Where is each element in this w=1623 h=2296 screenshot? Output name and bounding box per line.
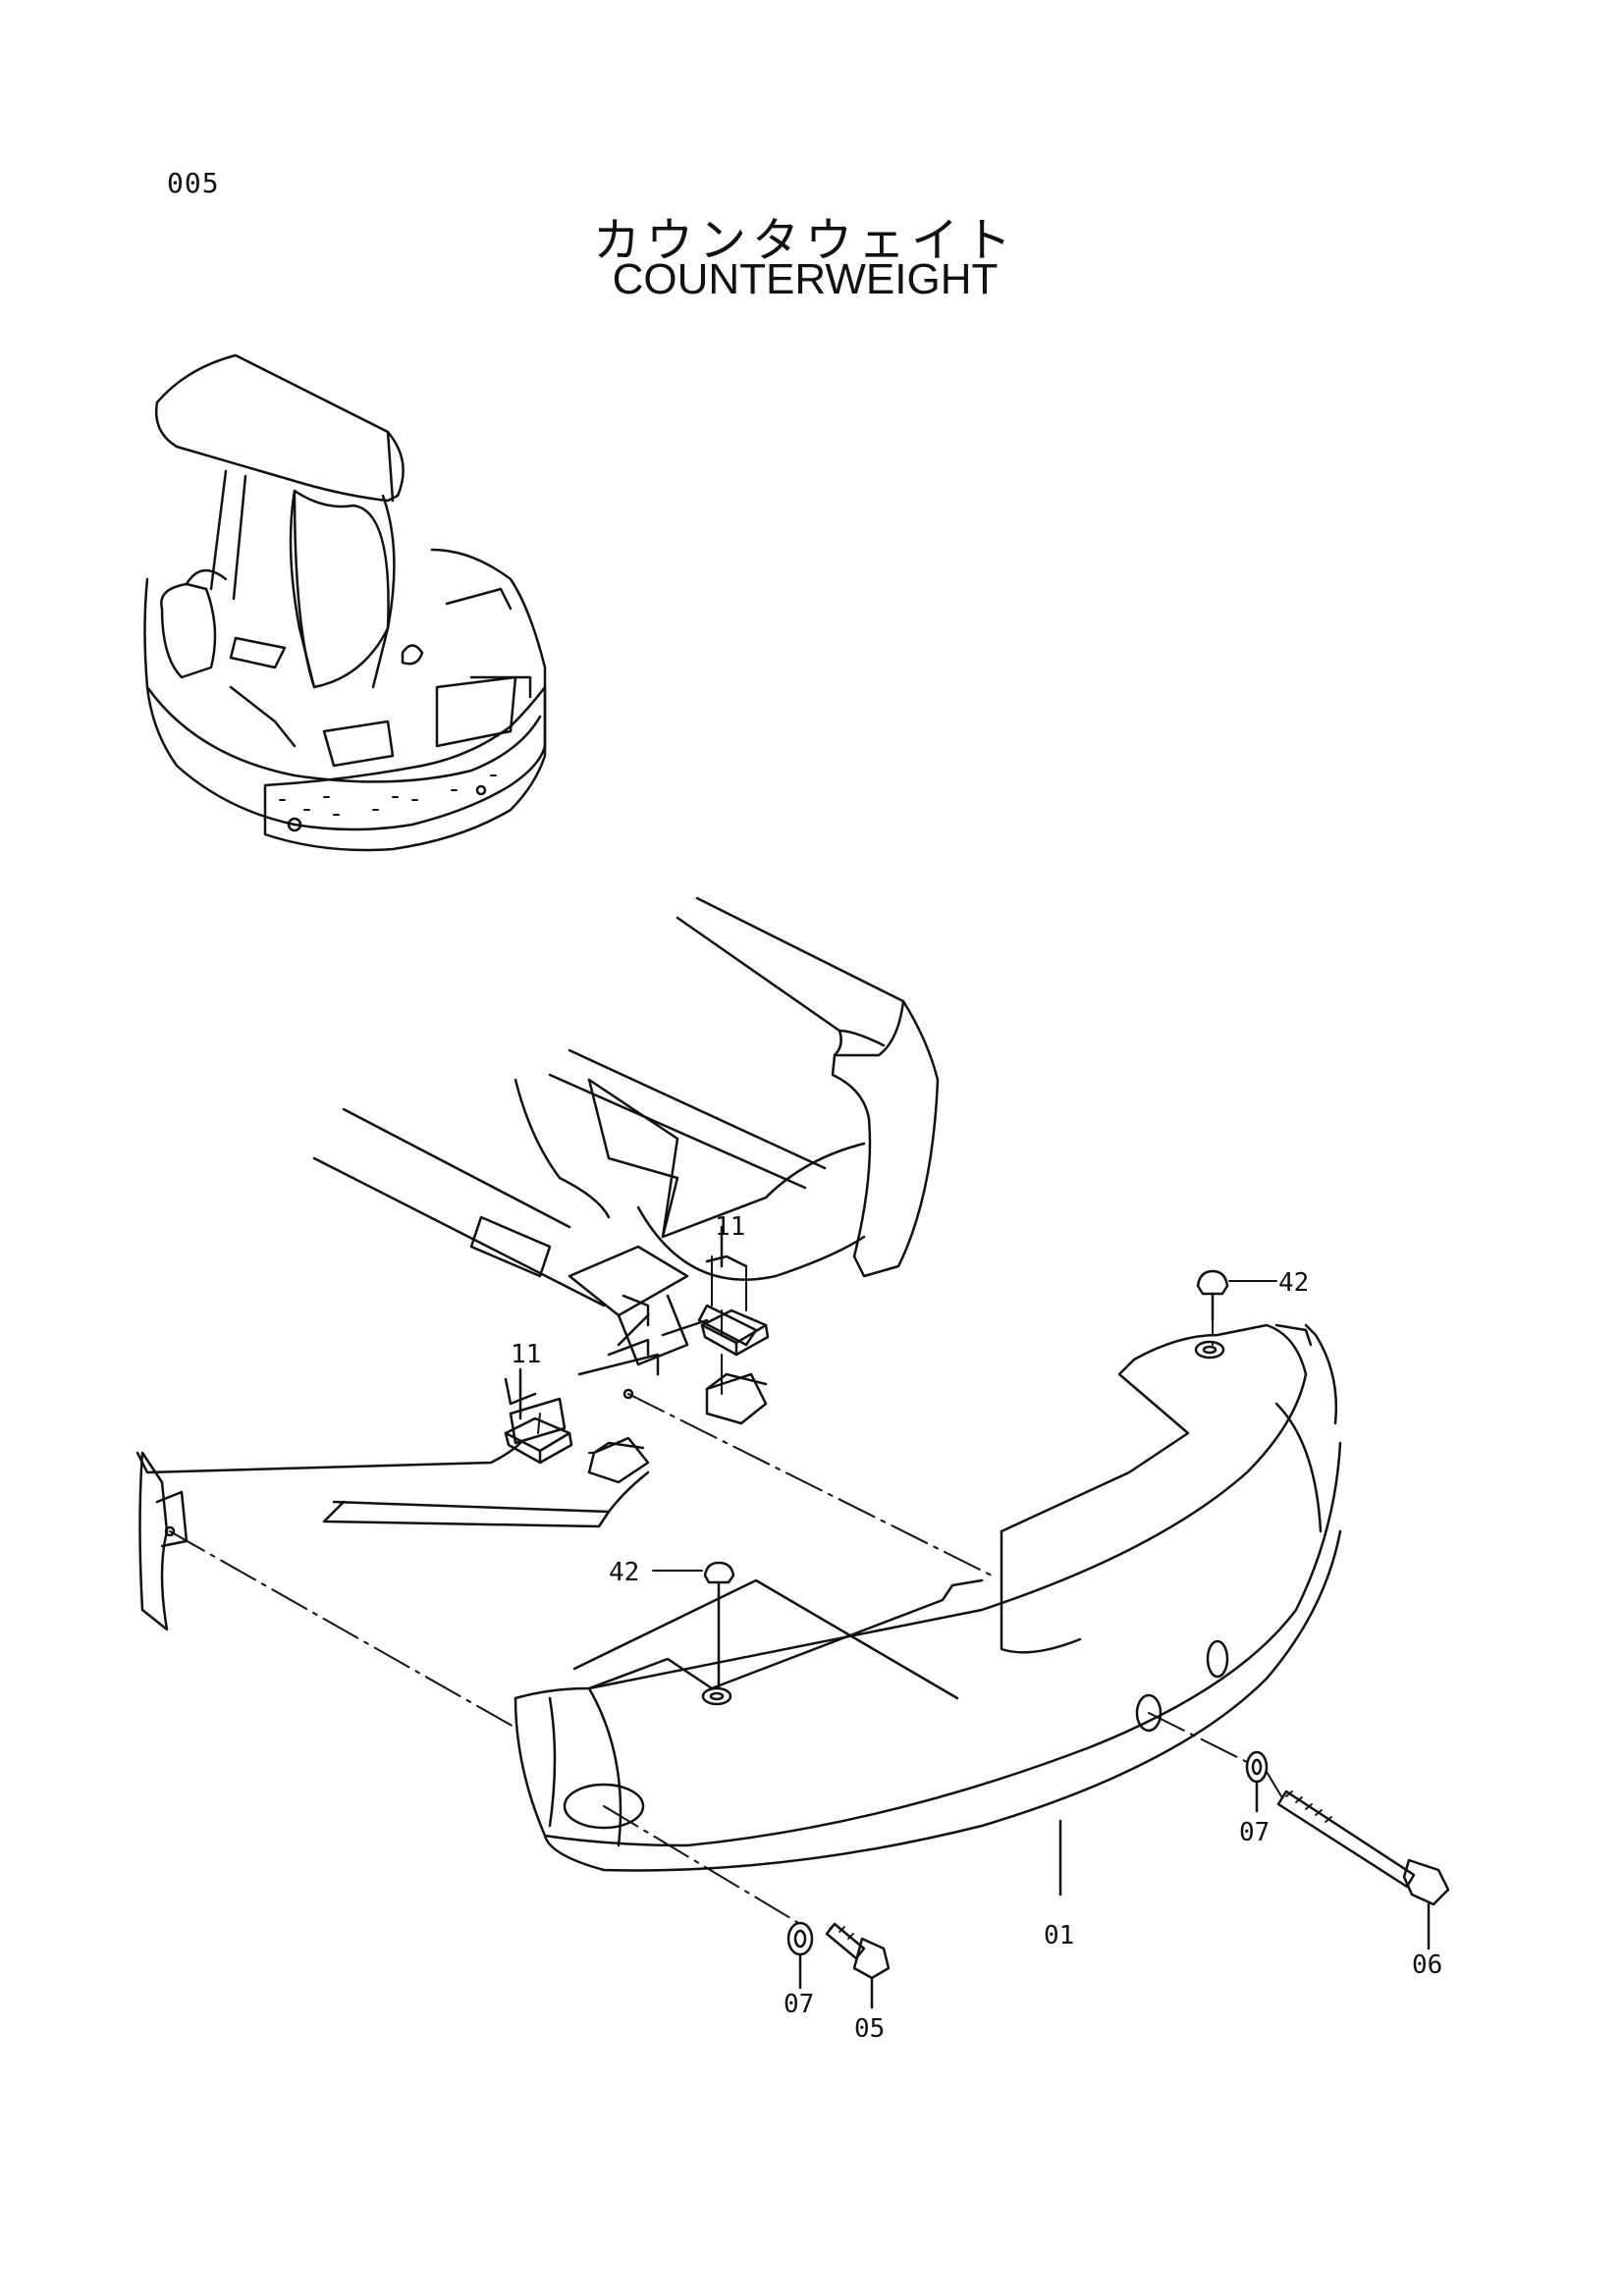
rubber-pad-11-upper: [700, 1225, 770, 1357]
rubber-pad-11-left: [504, 1367, 573, 1465]
callout-05: 05: [854, 2014, 885, 2044]
callout-07-right: 07: [1239, 1818, 1270, 1847]
washer-07-left: [786, 1921, 814, 1990]
page-title-japanese: カウンタウェイト: [592, 213, 1017, 268]
callout-07-left: 07: [784, 1990, 814, 2019]
washer-07-right: [1245, 1750, 1269, 1813]
bolt-06: [1276, 1789, 1450, 1950]
counterweight-part-01: [514, 1323, 1342, 1896]
page-number: 005: [167, 167, 220, 199]
callout-11-upper: 11: [715, 1212, 745, 1242]
upper-frame: [135, 896, 940, 1631]
plug-cap-42-top: [1196, 1269, 1277, 1322]
callout-01: 01: [1044, 1921, 1074, 1950]
callout-42-mid: 42: [609, 1558, 639, 1587]
callout-42-top: 42: [1278, 1268, 1309, 1298]
overview-machine-illustration: [143, 353, 547, 852]
bolt-05: [825, 1922, 891, 2009]
page-title: COUNTERWEIGHT: [612, 255, 999, 303]
callout-06: 06: [1412, 1950, 1442, 1980]
callout-11-left: 11: [511, 1340, 541, 1369]
assembly-lines: [169, 1295, 1282, 1925]
